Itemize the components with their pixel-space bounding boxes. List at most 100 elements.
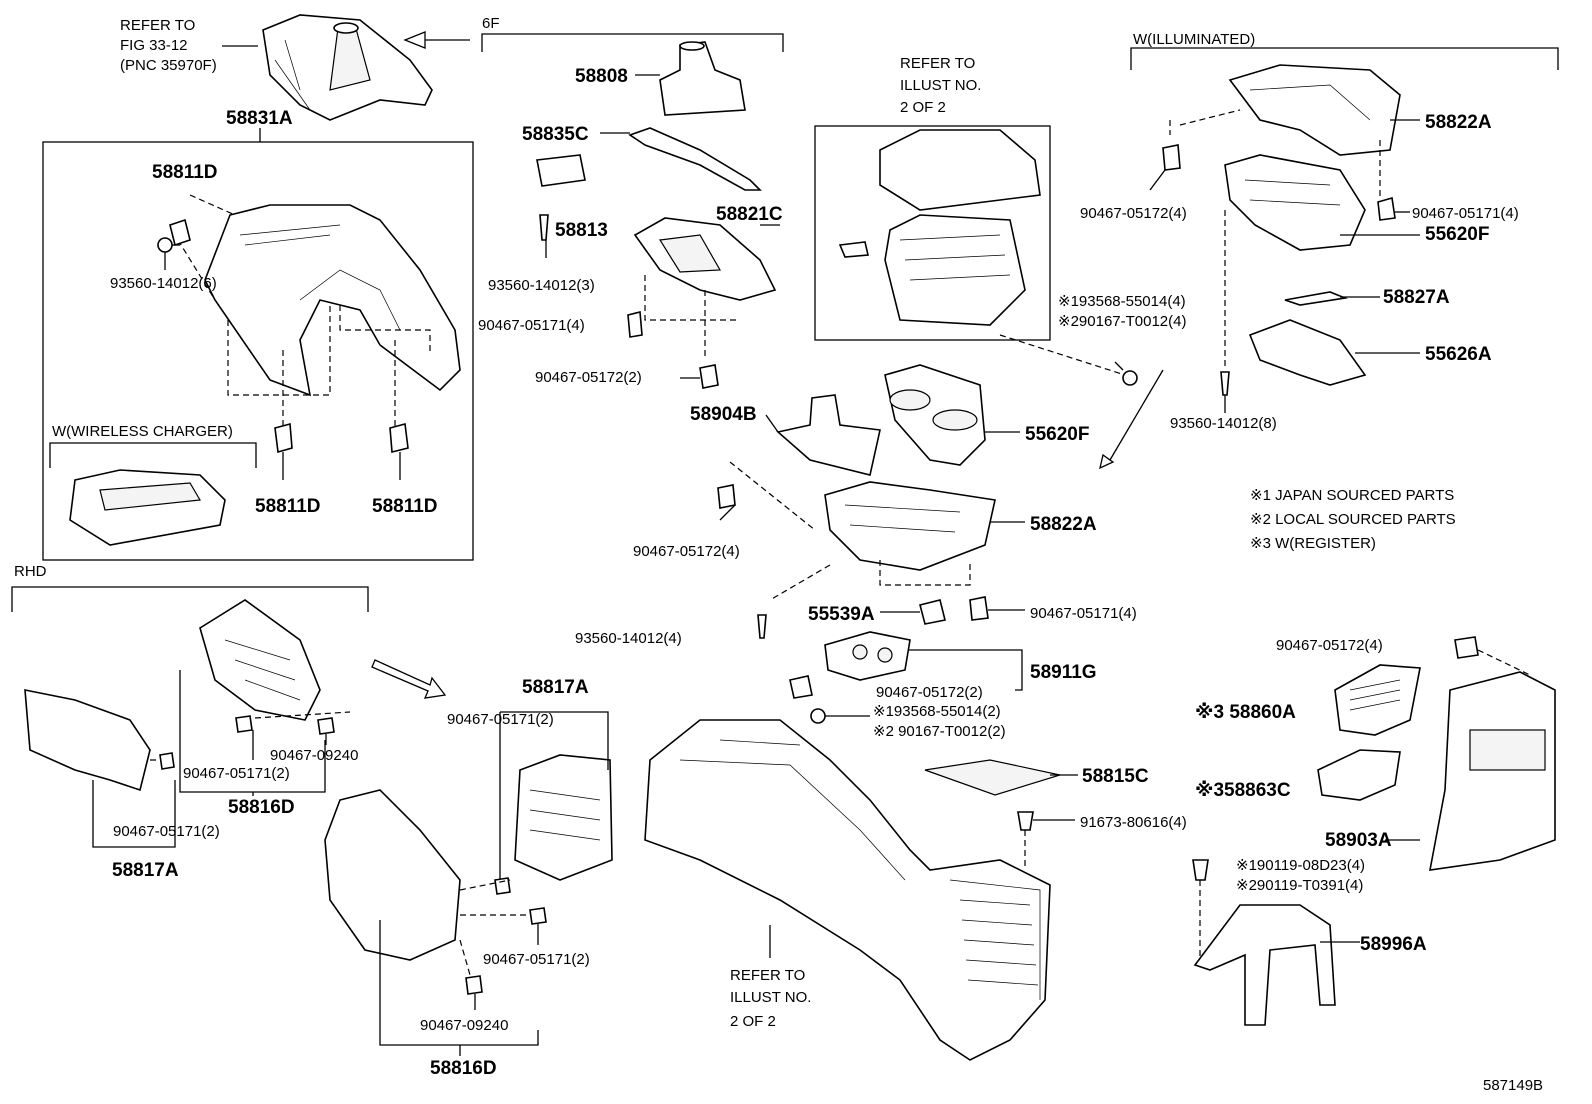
label-wireless: W(WIRELESS CHARGER): [52, 423, 233, 440]
arrow-left-ref: [403, 31, 470, 49]
label-ref-illust-top: REFER TO ILLUST NO. 2 OF 2: [900, 55, 981, 116]
label-58808: 58808: [575, 66, 628, 87]
clip-90467-05171-2c: [159, 752, 175, 770]
ref-fig-line2: FIG 33-12: [120, 37, 188, 54]
label-90467-09240-a: 90467-09240: [270, 747, 358, 764]
clip-90467-05171-2b-mid: [494, 877, 511, 895]
clip-58811D-top: [169, 218, 191, 247]
label-58827A: 58827A: [1383, 287, 1450, 308]
bracket-rhd: [11, 586, 369, 612]
label-90467-05171-2b: 90467-05171(2): [183, 765, 290, 782]
label-58822A-mid: 58822A: [1030, 514, 1097, 535]
switch-58813: [536, 154, 586, 187]
cupholder-55620F-top-drawing: [1224, 154, 1366, 251]
label-58813: 58813: [555, 220, 608, 241]
label-58903A: 58903A: [1325, 830, 1392, 851]
panel-58903A-drawing: [1429, 671, 1556, 871]
label-90467-05171-4a: 90467-05171(4): [478, 317, 585, 334]
label-58996A: 58996A: [1360, 934, 1427, 955]
label-90467-05171-4-mid: 90467-05171(4): [1030, 605, 1137, 622]
bracket-wireless: [49, 442, 257, 468]
shift-bezel-drawing: [262, 14, 433, 121]
label-93560-14012-8: 93560-14012(8): [1170, 415, 1277, 432]
bracket-illuminated: [1130, 47, 1559, 70]
label-58821C: 58821C: [716, 204, 783, 225]
main-console-body-drawing: [644, 719, 1051, 1061]
bolt-190119: [1192, 859, 1209, 881]
label-90467-09240-b: 90467-09240: [420, 1017, 508, 1034]
latch-drawing: [838, 241, 869, 258]
label-93560-14012-4: 93560-14012(4): [575, 630, 682, 647]
note-2: ※2 LOCAL SOURCED PARTS: [1250, 511, 1456, 528]
tray-58863C-drawing: [1317, 749, 1401, 801]
ref-illust-bottom-line2: ILLUST NO.: [730, 989, 811, 1006]
ref-illust-top-line2: ILLUST NO.: [900, 77, 981, 94]
diagram-id: 587149B: [1483, 1077, 1543, 1094]
screw-93560-3: [539, 214, 549, 241]
clip-90467-09240-a: [317, 717, 335, 735]
label-illuminated: W(ILLUMINATED): [1133, 31, 1255, 48]
clip-90467-05171-top: [1377, 196, 1396, 221]
label-58811D-right: 58811D: [372, 496, 438, 517]
pad-58827A-drawing: [1284, 291, 1349, 306]
label-190119-08D23-4: ※190119-08D23(4): [1236, 857, 1365, 874]
label-55626A: 55626A: [1425, 344, 1492, 365]
label-90467-05172-4-right: 90467-05172(4): [1276, 637, 1383, 654]
ref-illust-bottom-line1: REFER TO: [730, 967, 805, 984]
ref-fig-line3: (PNC 35970F): [120, 57, 217, 74]
label-ref-fig: REFER TO FIG 33-12 (PNC 35970F): [120, 17, 217, 74]
clip-58811D-left: [274, 422, 293, 454]
label-90467-05172-2a: 90467-05172(2): [535, 369, 642, 386]
bolt-93568: [1114, 361, 1138, 386]
armrest-lid-drawing: [879, 129, 1041, 211]
label-58911G: 58911G: [1030, 662, 1097, 683]
label-90467-05171-2a: 90467-05171(2): [447, 711, 554, 728]
label-58831A: 58831A: [226, 108, 293, 129]
screw-93560-8: [1220, 371, 1230, 396]
label-55620F-mid: 55620F: [1025, 424, 1089, 445]
label-90467-05172-4-top: 90467-05172(4): [1080, 205, 1187, 222]
clip-90467-09240-b: [465, 975, 483, 995]
duct-58816D-a-drawing: [199, 599, 321, 721]
arrow-diagonal: [1099, 369, 1164, 470]
cupholder-55620F-mid-drawing: [884, 364, 986, 466]
clip-90467-05172-top: [1162, 144, 1181, 171]
label-193568-55014-4: ※193568-55014(4): [1058, 293, 1186, 310]
bolt-91673: [1017, 811, 1034, 831]
label-ref-illust-bottom: REFER TO ILLUST NO. 2 OF 2: [730, 967, 811, 1030]
bracket-58996A-drawing: [1193, 904, 1336, 1026]
label-58815C: 58815C: [1082, 766, 1149, 787]
ref-illust-top-line3: 2 OF 2: [900, 99, 946, 116]
label-58816D-a: 58816D: [228, 797, 295, 818]
clip-90467-05171-2d: [529, 907, 547, 925]
panel-58816D-b-drawing: [324, 789, 461, 961]
console-58822A-mid-drawing: [824, 481, 996, 571]
label-58822A-top: 58822A: [1425, 112, 1492, 133]
label-90467-05171-2c: 90467-05171(2): [113, 823, 220, 840]
console-panel-58831A-drawing: [204, 204, 461, 397]
clip-90467-05171-2a: [235, 715, 253, 733]
clip-58811D-right: [389, 422, 409, 454]
label-90467-05172-4-mid: 90467-05172(4): [633, 543, 740, 560]
frame-58831A: [42, 141, 474, 561]
console-58822A-top-drawing: [1228, 64, 1401, 156]
duct-58817A-mid-drawing: [514, 754, 613, 881]
bracket-6f: [481, 33, 784, 52]
bolt-193568-2: [810, 708, 870, 724]
label-290119-T0391-4: ※290119-T0391(4): [1236, 877, 1363, 894]
label-58863C: ※358863C: [1195, 780, 1291, 801]
arrow-rhd: [371, 659, 447, 699]
label-58811D-top: 58811D: [152, 162, 218, 183]
boot-58904B-drawing: [776, 394, 881, 476]
label-90467-05171-4-top: 90467-05171(4): [1412, 205, 1519, 222]
label-6f: 6F: [482, 15, 500, 32]
frame-illust-top: [814, 125, 1051, 341]
trim-58835C: [628, 127, 762, 191]
clip-90467-05172-mid: [717, 484, 736, 509]
armrest-base-drawing: [884, 214, 1026, 326]
label-55620F-top: 55620F: [1425, 224, 1489, 245]
ref-fig-line1: REFER TO: [120, 17, 195, 34]
clip-90467-05171-mid: [969, 596, 989, 621]
clip-90467-05171-a: [627, 310, 643, 338]
